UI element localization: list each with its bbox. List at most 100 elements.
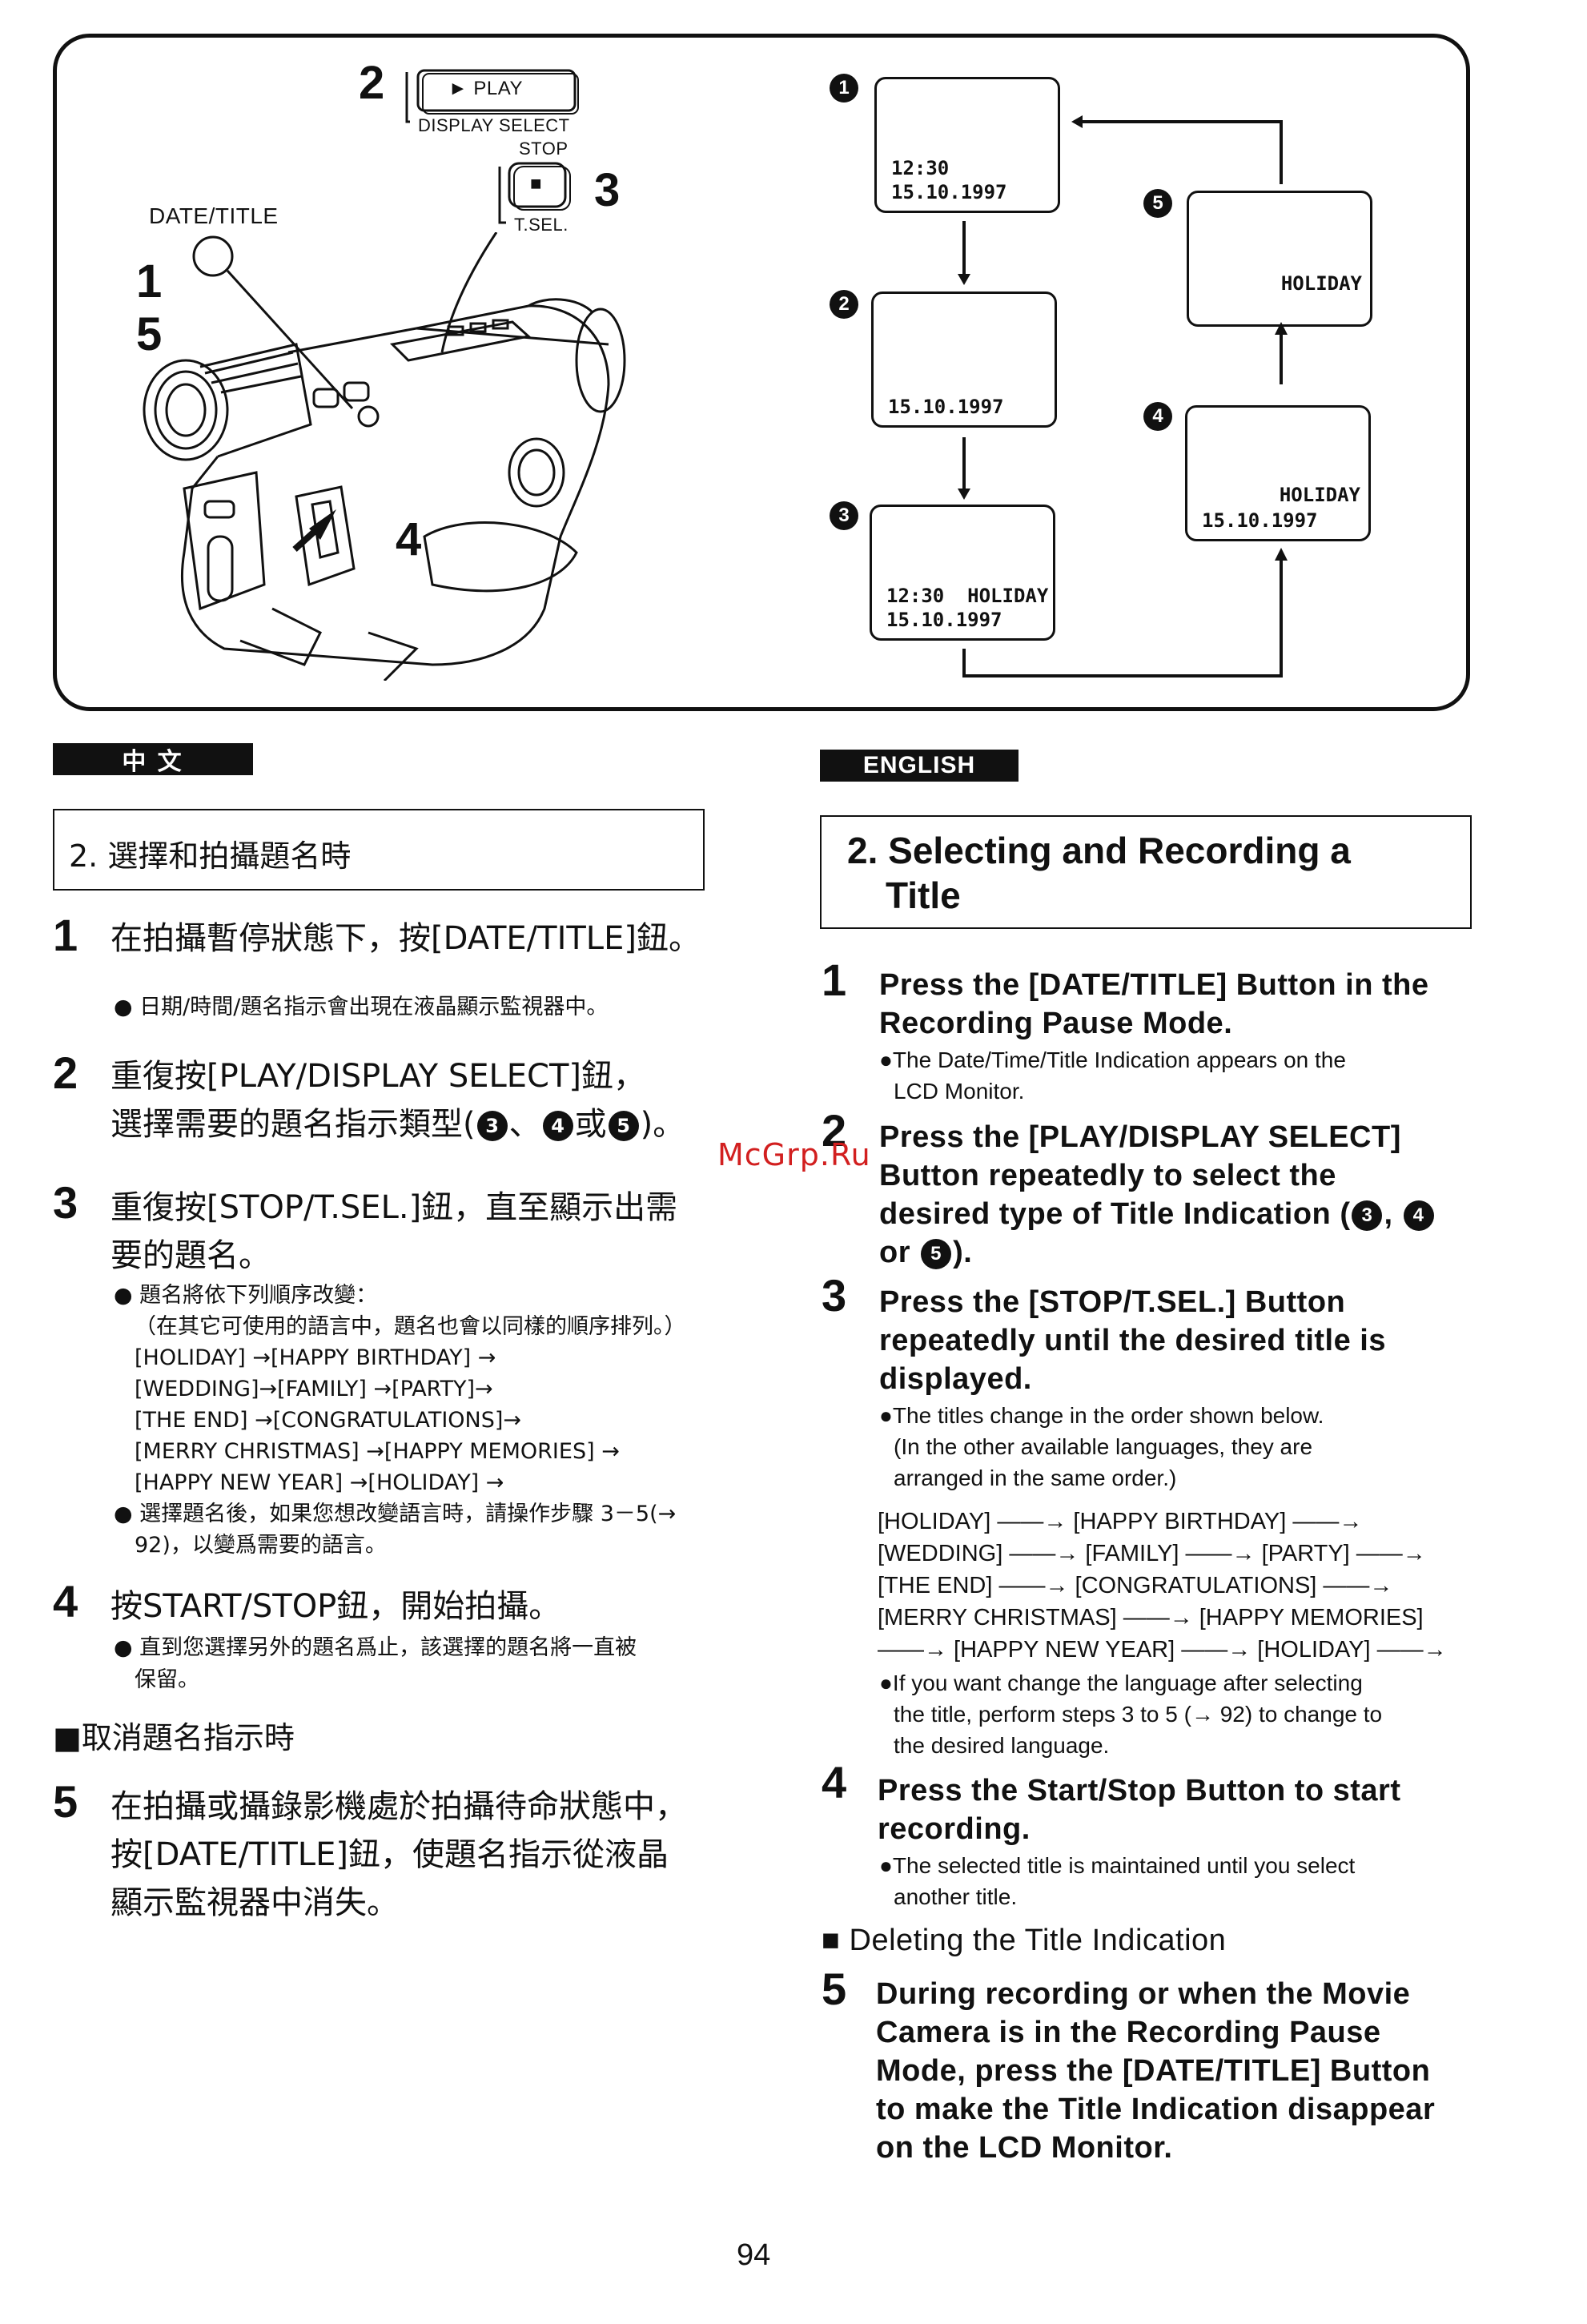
en-step-1-notes: ●The Date/Time/Title Indication appears … — [879, 1044, 1346, 1107]
callout-1: 1 — [136, 255, 163, 308]
en-step-3-note-2: arranged in the same order.) — [894, 1466, 1177, 1490]
callout-5: 5 — [136, 308, 163, 360]
circle-4-icon: 4 — [1403, 1200, 1434, 1231]
chinese-tab: 中 文 — [53, 743, 253, 775]
zh-step-5-line2: 按[DATE/TITLE]鈕，使題名指示從液晶 — [110, 1836, 669, 1873]
zh-step-3-note-8: 92)，以變爲需要的語言。 — [135, 1533, 387, 1558]
zh-step-3-note-3: [WEDDING]→[FAMILY] →[PARTY]→ — [135, 1377, 493, 1401]
screen-3-date: 15.10.1997 — [886, 609, 1002, 631]
en-sequence-line-2: [THE END] ——→ [CONGRATULATIONS] ——→ — [878, 1573, 1393, 1598]
en-step-4-note-1: ●The selected title is maintained until … — [879, 1853, 1356, 1878]
display-select-label: DISPLAY SELECT — [418, 115, 570, 135]
en-step-2-number: 2 — [822, 1105, 847, 1156]
en-step-5-line-2: Mode, press the [DATE/TITLE] Button — [876, 2054, 1431, 2088]
en-step-2-line4a: or — [879, 1236, 920, 1269]
en-step-2-line1: Press the [PLAY/DISPLAY SELECT] — [879, 1120, 1401, 1154]
en-delete-heading: ■ Deleting the Title Indication — [822, 1924, 1227, 1957]
en-step-5-line-4: on the LCD Monitor. — [876, 2131, 1173, 2165]
en-title-sequence: [HOLIDAY] ——→ [HAPPY BIRTHDAY] ——→ [WEDD… — [878, 1506, 1447, 1666]
stop-square-icon: ■ — [530, 173, 542, 195]
en-step-2-line4: or 5). — [879, 1233, 1436, 1272]
en-step-3-line2: repeatedly until the desired title is — [879, 1324, 1386, 1357]
en-step-3-notes2: ●If you want change the language after s… — [879, 1667, 1382, 1761]
zh-step-4-notes: ● 直到您選擇另外的題名爲止，該選擇的題名將一直被 保留。 — [114, 1632, 637, 1696]
screen-1-date: 15.10.1997 — [891, 181, 1007, 203]
zh-step-3-note-7: ● 選擇題名後，如果您想改變語言時，請操作步驟 3－5(→ — [114, 1502, 677, 1526]
screen-marker-2: 2 — [830, 290, 858, 319]
screen-4: HOLIDAY 15.10.1997 — [1185, 405, 1371, 541]
en-sequence-line-3: [MERRY CHRISTMAS] ——→ [HAPPY MEMORIES] — [878, 1605, 1424, 1630]
en-step-4-note-2: another title. — [894, 1884, 1018, 1909]
english-heading: 2. Selecting and Recording a Title — [847, 828, 1351, 918]
circle-5-icon: 5 — [608, 1111, 639, 1141]
camcorder-illustration — [143, 232, 626, 681]
zh-step-1-number: 1 — [53, 910, 78, 960]
zh-step-4-note-1: ● 直到您選擇另外的題名爲止，該選擇的題名將一直被 — [114, 1635, 637, 1660]
en-step-4-number: 4 — [822, 1757, 847, 1807]
stop-label: STOP — [519, 139, 569, 159]
zh-step-3-note-2: [HOLIDAY] →[HAPPY BIRTHDAY] → — [135, 1345, 496, 1370]
english-heading-line2: Title — [886, 875, 961, 916]
en-step-1-note-2: LCD Monitor. — [894, 1079, 1025, 1104]
circle-3-icon: 3 — [1352, 1200, 1383, 1231]
en-step-5-line-1: Camera is in the Recording Pause — [876, 2016, 1381, 2049]
diagram-frame — [53, 34, 1470, 711]
page-number: 94 — [737, 2238, 771, 2272]
english-heading-box: 2. Selecting and Recording a Title — [820, 815, 1472, 929]
zh-step-3-note-5: [MERRY CHRISTMAS] →[HAPPY MEMORIES] → — [135, 1439, 620, 1464]
watermark: McGrp.Ru — [717, 1137, 871, 1172]
screen-flow-arrows — [958, 115, 1288, 677]
screen-4-date: 15.10.1997 — [1202, 509, 1318, 532]
chinese-heading: 2. 選擇和拍攝題名時 — [69, 838, 352, 874]
en-sequence-line-1: [WEDDING] ——→ [FAMILY] ——→ [PARTY] ——→ — [878, 1541, 1426, 1566]
screen-2-date: 15.10.1997 — [888, 396, 1004, 418]
en-step-4-line2: recording. — [878, 1812, 1031, 1846]
zh-step-3-line2: 要的題名。 — [110, 1237, 271, 1274]
en-step-3-number: 3 — [822, 1270, 847, 1321]
en-step-5-text: During recording or when the Movie Camer… — [876, 1975, 1435, 2167]
circle-3-icon: 3 — [476, 1111, 508, 1141]
en-step-1-note-1: ●The Date/Time/Title Indication appears … — [879, 1047, 1346, 1072]
en-step-2-line4b: ). — [953, 1236, 973, 1269]
en-step-5-number: 5 — [822, 1964, 847, 2014]
en-step-3-line1: Press the [STOP/T.SEL.] Button — [879, 1285, 1346, 1319]
tsel-label: T.SEL. — [514, 215, 569, 235]
english-heading-line1: 2. Selecting and Recording a — [847, 830, 1351, 871]
play-button-bracket — [405, 69, 579, 123]
screen-marker-4: 4 — [1143, 402, 1172, 431]
en-step-3-note-0: ●The titles change in the order shown be… — [879, 1403, 1324, 1428]
en-step-2-line3: desired type of Title Indication (3, 4 — [879, 1195, 1436, 1233]
zh-step-1-text: 在拍攝暫停狀態下，按[DATE/TITLE]鈕。 — [110, 920, 701, 957]
zh-step-3-note-4: [THE END] →[CONGRATULATIONS]→ — [135, 1408, 522, 1433]
zh-step-5-text: 在拍攝或攝錄影機處於拍攝待命狀態中， 按[DATE/TITLE]鈕，使題名指示從… — [110, 1783, 687, 1927]
zh-cancel-heading: ■取消題名指示時 — [53, 1720, 295, 1755]
en-step-5-line-3: to make the Title Indication disappear — [876, 2093, 1436, 2126]
en-step-5-line-0: During recording or when the Movie — [876, 1977, 1411, 2011]
en-step-3-note2-0: ●If you want change the language after s… — [879, 1671, 1363, 1695]
en-sep: , — [1384, 1197, 1402, 1231]
callout-3: 3 — [594, 164, 621, 216]
zh-step-3-text: 重復按[STOP/T.SEL.]鈕，直至顯示出需 要的題名。 — [110, 1184, 677, 1280]
en-step-2-line2: Button repeatedly to select the — [879, 1159, 1336, 1192]
screen-marker-1: 1 — [830, 74, 858, 103]
zh-step-2-line2a: 選擇需要的題名指示類型( — [110, 1106, 476, 1143]
zh-step-2-text: 重復按[PLAY/DISPLAY SELECT]鈕， 選擇需要的題名指示類型(3… — [110, 1052, 685, 1148]
callout-4: 4 — [396, 513, 422, 565]
date-title-label: DATE/TITLE — [149, 203, 279, 228]
en-step-4-text: Press the Start/Stop Button to start rec… — [878, 1771, 1401, 1848]
en-step-1-line1: Press the [DATE/TITLE] Button in the — [879, 968, 1429, 1002]
screen-2: 15.10.1997 — [871, 292, 1057, 428]
en-step-1-number: 1 — [822, 955, 847, 1005]
zh-step-1-note: ● 日期/時間/題名指示會出現在液晶顯示監視器中。 — [114, 995, 609, 1019]
screen-5: HOLIDAY — [1187, 191, 1372, 327]
en-step-4-notes: ●The selected title is maintained until … — [879, 1850, 1355, 1912]
en-step-3-text: Press the [STOP/T.SEL.] Button repeatedl… — [879, 1283, 1386, 1398]
circle-4-icon: 4 — [542, 1111, 573, 1141]
zh-step-5-line1: 在拍攝或攝錄影機處於拍攝待命狀態中， — [110, 1788, 687, 1825]
en-step-3-line3: displayed. — [879, 1362, 1032, 1396]
zh-step-2-line2b: )。 — [640, 1106, 685, 1143]
en-step-1-line2: Recording Pause Mode. — [879, 1007, 1233, 1040]
